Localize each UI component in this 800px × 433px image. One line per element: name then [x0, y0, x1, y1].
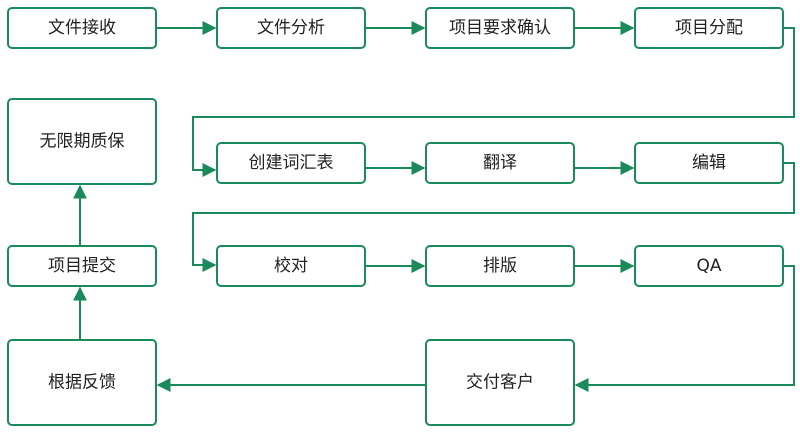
node-label-proofread: 校对 — [274, 256, 308, 276]
arrow-project-assign-to-glossary-create — [192, 27, 795, 177]
node-project-submit: 项目提交 — [7, 245, 157, 287]
node-box-qa — [634, 245, 784, 287]
node-project-assign: 项目分配 — [634, 7, 784, 49]
node-label-requirement-confirm: 项目要求确认 — [449, 18, 551, 38]
node-box-project-submit — [7, 245, 157, 287]
node-file-receive: 文件接收 — [7, 7, 157, 49]
node-label-file-receive: 文件接收 — [48, 18, 116, 38]
node-glossary-create: 创建词汇表 — [216, 142, 366, 184]
node-box-requirement-confirm — [425, 7, 575, 49]
node-box-project-assign — [634, 7, 784, 49]
node-feedback: 根据反馈 — [7, 339, 157, 426]
node-label-project-assign: 项目分配 — [675, 18, 743, 38]
node-requirement-confirm: 项目要求确认 — [425, 7, 575, 49]
node-file-analysis: 文件分析 — [216, 7, 366, 49]
node-box-glossary-create — [216, 142, 366, 184]
node-edit: 编辑 — [634, 142, 784, 184]
node-typeset: 排版 — [425, 245, 575, 287]
node-label-qa: QA — [696, 256, 721, 276]
node-box-deliver — [425, 339, 575, 426]
node-qa: QA — [634, 245, 784, 287]
node-box-proofread — [216, 245, 366, 287]
arrow-edit-to-proofread — [192, 162, 795, 272]
node-box-file-analysis — [216, 7, 366, 49]
node-box-edit — [634, 142, 784, 184]
node-box-warranty — [7, 98, 157, 185]
node-label-feedback: 根据反馈 — [48, 373, 116, 393]
node-box-file-receive — [7, 7, 157, 49]
node-box-typeset — [425, 245, 575, 287]
node-label-warranty: 无限期质保 — [40, 132, 125, 152]
node-label-file-analysis: 文件分析 — [257, 18, 325, 38]
node-label-typeset: 排版 — [483, 256, 517, 276]
node-box-translate — [425, 142, 575, 184]
node-translate: 翻译 — [425, 142, 575, 184]
arrow-qa-to-deliver — [574, 265, 795, 392]
node-deliver: 交付客户 — [425, 339, 575, 426]
node-label-deliver: 交付客户 — [466, 373, 534, 393]
node-label-glossary-create: 创建词汇表 — [249, 153, 334, 173]
node-label-edit: 编辑 — [692, 153, 726, 173]
node-proofread: 校对 — [216, 245, 366, 287]
node-warranty: 无限期质保 — [7, 98, 157, 185]
node-box-feedback — [7, 339, 157, 426]
node-label-translate: 翻译 — [483, 153, 517, 173]
node-label-project-submit: 项目提交 — [48, 256, 116, 276]
